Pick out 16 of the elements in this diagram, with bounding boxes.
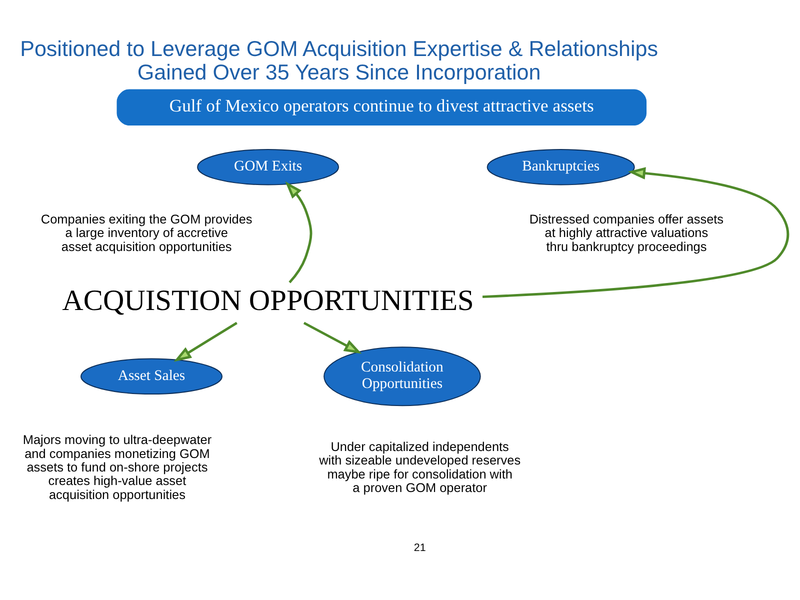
arrow [482,166,790,298]
node-text: ACQUISTION OPPORTUNITIES [62,284,474,317]
arrow [303,321,362,354]
node-label: Distressed companies offer assets at highly attractive valuations thru bankruptcy proceedings [529,210,724,254]
arrow [174,321,238,362]
arrow [285,180,312,283]
node-label: Companies exiting the GOM provides a large inventory of accretive asset acquisition opportunities [40,210,252,254]
node-label: Majors moving to ultra-deepwater and companies monetizing GOM assets to fund on-shore projects creates high-value asset acquisition opportunities [22,432,212,502]
node-ellipse: GOM Exits [197,148,340,185]
node-ellipse: Consolidation Opportunities [324,346,481,406]
node-box: Gulf of Mexico operators continue to divest attractive assets [116,88,647,125]
diagram-title: Positioned to Leverage GOM Acquisition Expertise & Relationships Gained Over 35 Years Since Incorporation [20,36,658,84]
node-label: Under capitalized independents with sizeable undeveloped reserves maybe ripe for consolidation with a proven GOM operator [319,438,521,495]
label: 21 [414,542,426,554]
node-ellipse: Bankruptcies [486,148,635,185]
node-ellipse: Asset Sales [80,358,222,394]
